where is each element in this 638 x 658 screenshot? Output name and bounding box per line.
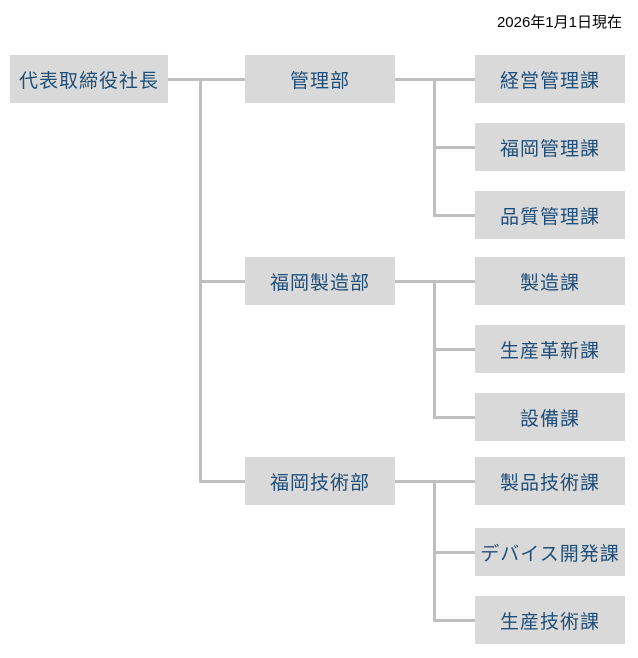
org-node-department-2: 福岡製造部 bbox=[245, 257, 395, 305]
org-node-section-2-2: 生産革新課 bbox=[475, 325, 625, 373]
connector-line bbox=[199, 480, 245, 483]
connector-line bbox=[433, 619, 475, 622]
org-node-president: 代表取締役社長 bbox=[10, 55, 168, 103]
connector-line bbox=[199, 280, 245, 283]
org-node-section-1-3: 品質管理課 bbox=[475, 191, 625, 239]
connector-line bbox=[433, 348, 475, 351]
org-node-section-1-2: 福岡管理課 bbox=[475, 123, 625, 171]
org-node-section-3-3: 生産技術課 bbox=[475, 596, 625, 644]
org-node-section-3-1: 製品技術課 bbox=[475, 457, 625, 505]
connector-line bbox=[433, 214, 475, 217]
org-node-section-2-3: 設備課 bbox=[475, 393, 625, 441]
connector-line bbox=[433, 146, 475, 149]
org-node-department-1: 管理部 bbox=[245, 55, 395, 103]
org-node-department-3: 福岡技術部 bbox=[245, 457, 395, 505]
org-node-section-1-1: 経営管理課 bbox=[475, 55, 625, 103]
connector-line bbox=[168, 78, 245, 81]
connector-line bbox=[433, 551, 475, 554]
org-node-section-2-1: 製造課 bbox=[475, 257, 625, 305]
connector-line bbox=[433, 416, 475, 419]
as-of-date-label: 2026年1月1日現在 bbox=[496, 14, 622, 31]
org-node-section-3-2: デバイス開発課 bbox=[475, 528, 625, 576]
